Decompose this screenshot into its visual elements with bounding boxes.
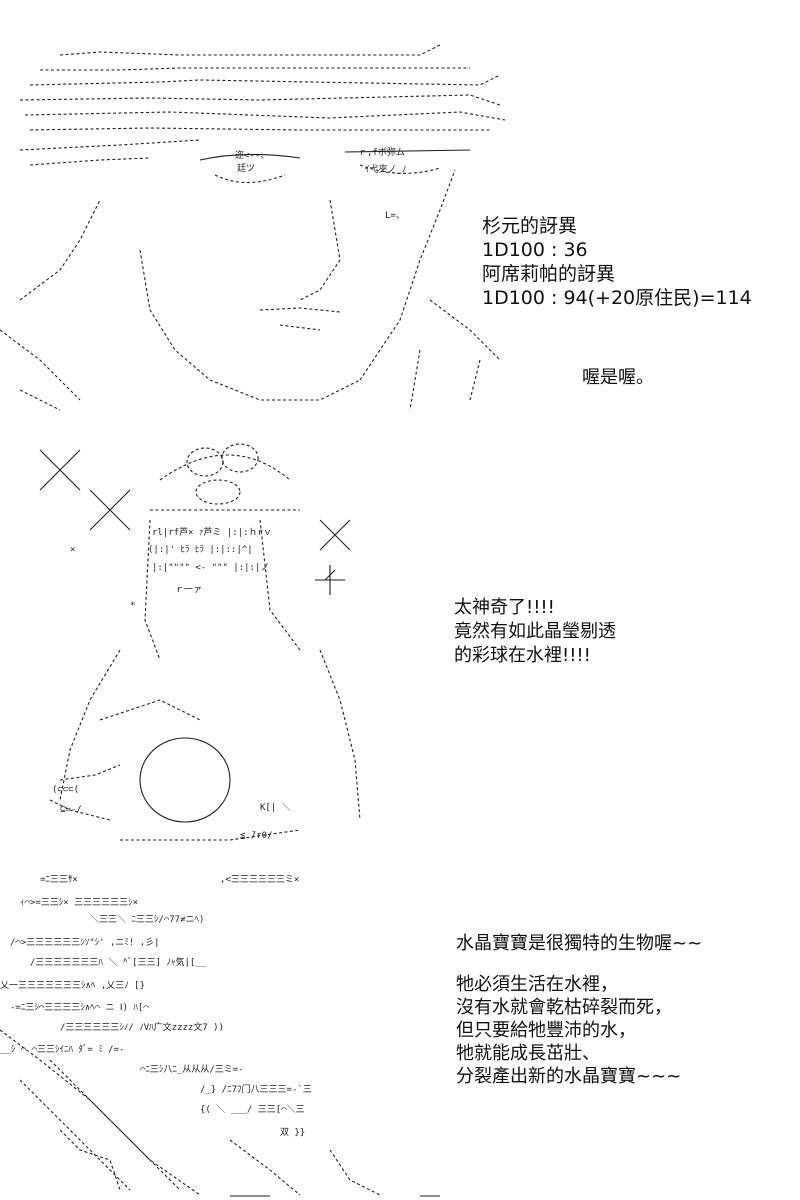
svg-text:(⊂⊂⊂(: (⊂⊂⊂( [52,785,79,795]
reply-text: 喔是喔。 [582,367,654,388]
svg-text:K[| ＼: K[| ＼ [260,802,291,813]
svg-text:ｒ,fボ弥ム: ｒ,fボ弥ム [358,146,405,158]
svg-text:=ﾆ三三ｻ×: =ﾆ三三ｻ× [40,874,78,885]
svg-text:/_} /ﾆ7ﾌ门八三三三=-`三: /_} /ﾆ7ﾌ门八三三三=-`三 [200,1083,312,1095]
speech-gap [456,955,702,973]
svg-text:__ｼ ⌒ ⌒三三ｼｲﾆﾊ ﾀﾞ= ﾐ /=-: __ｼ ⌒ ⌒三三ｼｲﾆﾊ ﾀﾞ= ﾐ /=- [0,1044,124,1055]
svg-text:-=ﾆ三ｼ⌒三三三三ｼ∧ﾍ⌒ ニ Ⅰ) ﾊ[⌒: -=ﾆ三ｼ⌒三三三三ｼ∧ﾍ⌒ ニ Ⅰ) ﾊ[⌒ [10,1003,149,1013]
svg-text:/⌒>三三三三三三ｼｿ"ｼ' ,ニﾐ! ,彡|: /⌒>三三三三三三ｼｿ"ｼ' ,ニﾐ! ,彡| [10,937,160,948]
svg-text:L=、: L=、 [385,211,405,221]
speech-line: 水晶寶寶是很獨特的生物喔~~ [456,933,703,954]
panel-crystal-baby-explanation: =ﾆ三三ｻ× ,<三三三三三三ミ× ｨ⌒>=三三ｼ× 三三三三三三ｼ× ＼三三＼… [0,860,800,1200]
svg-text:乂一三三三三三三三ｼ∧ﾍ ,乂三ﾉ [}: 乂一三三三三三三三ｼ∧ﾍ ,乂三ﾉ [} [0,981,145,991]
crystal-baby-speech: 水晶寶寶是很獨特的生物喔~~ 牠必須生活在水裡， 沒有水就會乾枯碎裂而死， 但只… [456,932,702,1088]
svg-text:{( ＼ ___/ 三三[⌒＼三: {( ＼ ___/ 三三[⌒＼三 [200,1104,305,1115]
svg-text:⌒ﾆ三ｼ八ﾆ_从从从/三ミ=-: ⌒ﾆ三ｼ八ﾆ_从从从/三ミ=- [140,1064,244,1075]
svg-text:/三三三三三三ｼﾉ/ ﾉVﾊ广文zzzz文7 )): /三三三三三三ｼﾉ/ ﾉVﾊ广文zzzz文7 )) [60,1021,224,1033]
speech-line: 沒有水就會乾枯碎裂而死， [456,997,672,1018]
ascii-art-girl-holding-orb-icon: × * rl|rf芦× ｧ芦ミ |:|:ｈrｖ (|:|' ﾋﾗ ﾋﾗ |:|:… [0,420,440,860]
svg-text:,<三三三三三三ミ×: ,<三三三三三三ミ× [220,875,299,885]
svg-text:⊆=-/: ⊆=-/ [60,805,82,815]
svg-text:×: × [70,545,75,555]
svg-text:ｒ一ァ: ｒ一ァ [175,585,202,595]
speech-line: 分裂產出新的水晶寶寶~~~ [456,1066,682,1087]
svg-text:廷ツ: 廷ツ [237,162,255,174]
svg-text:/三三三三三三三ﾊ ＼ ^ﾞ[三三] ﾉｬ気|[__: /三三三三三三三ﾊ ＼ ^ﾞ[三三] ﾉｬ気|[__ [30,956,207,968]
svg-text:(|:|' ﾋﾗ ﾋﾗ |:|::|^|: (|:|' ﾋﾗ ﾋﾗ |:|::|^| [148,544,253,555]
speech-line: 牠就能成長茁壯、 [456,1043,600,1064]
dice-line: 1D100 : 36 [482,239,588,261]
panel-orb-amazement: × * rl|rf芦× ｧ芦ミ |:|:ｈrｖ (|:|' ﾋﾗ ﾋﾗ |:|:… [0,420,800,860]
svg-text:ｨ⌒>=三三ｼ× 三三三三三三ｼ×: ｨ⌒>=三三ｼ× 三三三三三三ｼ× [20,898,138,908]
speech-line: 的彩球在水裡!!!! [454,645,591,666]
ascii-art-man-face-icon: 迩<--、 廷ツ ｒ,fボ弥ム ｲ弋夾ノ_ﾉ L=、 [0,0,520,420]
speech-line: 太神奇了!!!! [454,597,555,618]
ascii-art-crystal-creature-icon: =ﾆ三三ｻ× ,<三三三三三三ミ× ｨ⌒>=三三ｼ× 三三三三三三ｼ× ＼三三＼… [0,860,440,1200]
dice-roll-text: 杉元的訝異 1D100 : 36 阿席莉帕的訝異 1D100 : 94(+20原… [482,214,752,310]
dice-line: 1D100 : 94(+20原住民)=114 [482,287,752,309]
dice-line: 杉元的訝異 [482,215,578,237]
svg-text:ｲ弋夾ノ_ﾉ: ｲ弋夾ノ_ﾉ [365,163,406,175]
speech-line: 竟然有如此晶瑩剔透 [454,621,616,642]
svg-text:*: * [130,601,135,611]
svg-text:≦ ̄/r0/: ≦ ̄/r0/ [240,831,273,841]
svg-text:rl|rf芦× ｧ芦ミ |:|:ｈrｖ: rl|rf芦× ｧ芦ミ |:|:ｈrｖ [152,527,272,538]
panel-sugimoto-dice: 迩<--、 廷ツ ｒ,fボ弥ム ｲ弋夾ノ_ﾉ L=、 杉元的訝異 1D100 :… [0,0,800,420]
dice-line: 阿席莉帕的訝異 [482,263,616,285]
amazement-speech: 太神奇了!!!! 竟然有如此晶瑩剔透 的彩球在水裡!!!! [454,596,616,668]
svg-text:迩<--、: 迩<--、 [235,149,269,161]
speech-line: 牠必須生活在水裡， [456,974,618,995]
svg-text:＼三三＼ ﾆ三三ｼ/⌒77≠ニﾍ): ＼三三＼ ﾆ三三ｼ/⌒77≠ニﾍ) [90,914,204,925]
svg-text:双 }}: 双 }} [280,1127,305,1138]
svg-text:|:|"""" <- """ |:|:|ノ: |:|"""" <- """ |:|:|ノ [152,563,269,573]
speech-line: 但只要給牠豐沛的水， [456,1020,636,1041]
